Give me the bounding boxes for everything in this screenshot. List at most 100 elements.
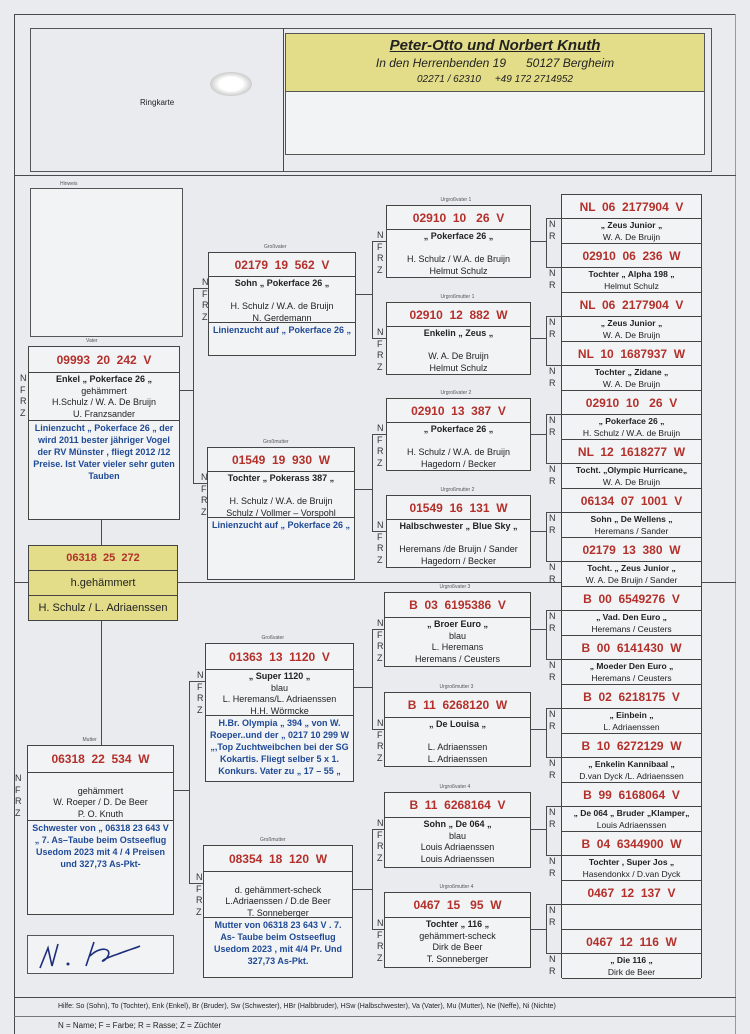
connector-line bbox=[546, 463, 561, 464]
hinweis-box[interactable] bbox=[30, 188, 183, 337]
field-letter-r: R bbox=[549, 427, 556, 437]
connector-line bbox=[189, 681, 190, 884]
field-letter-r: R bbox=[549, 329, 556, 339]
field-letter-n: N bbox=[201, 472, 208, 482]
field-letter-r: R bbox=[377, 446, 384, 456]
page-border-right bbox=[735, 14, 736, 1034]
connector-line bbox=[372, 929, 384, 930]
ugv1-details: „ Pokerface 26 „H. Schulz / W.A. de Brui… bbox=[387, 230, 530, 279]
gv1-color bbox=[209, 290, 355, 302]
field-letter-r: R bbox=[201, 495, 208, 505]
field-letter-r: R bbox=[377, 841, 384, 851]
ugm1-role-label: Urgroßmutter 1 bbox=[440, 294, 475, 300]
field-letter-r: R bbox=[549, 476, 556, 486]
gv2-ring-number: 01363 13 1120 V bbox=[206, 644, 353, 670]
field-letter-z: Z bbox=[377, 361, 383, 372]
ugm1-breeder: Helmut Schulz bbox=[429, 362, 488, 373]
connector-line bbox=[193, 288, 194, 484]
ugm3-color bbox=[385, 731, 530, 743]
mutter-breeder: P. O. Knuth bbox=[77, 808, 124, 819]
gg8-name: Tocht. „ Zeus Junior „ bbox=[587, 563, 676, 573]
mutter-name bbox=[28, 774, 173, 786]
gv1-breeder: N. Gerdemann bbox=[252, 312, 312, 323]
gv2-breed: L. Heremans/L. Adriaenssen bbox=[222, 694, 337, 704]
gg2-ring-number: 02910 06 236 W bbox=[562, 244, 701, 268]
vater-ring-number: 09993 20 242 V bbox=[29, 347, 179, 373]
gv2-color: blau bbox=[270, 682, 288, 693]
gg9-ring-number: B 00 6549276 V bbox=[562, 587, 701, 611]
ugm2-breed: Heremans /de Bruijn / Sander bbox=[399, 544, 518, 554]
field-letter-n: N bbox=[377, 327, 384, 337]
field-letter-n: N bbox=[549, 905, 556, 915]
gv1-details: Sohn „ Pokerface 26 „H. Schulz / W.A. de… bbox=[209, 277, 355, 323]
gm1-breed: H. Schulz / W.A. de Bruijn bbox=[229, 496, 333, 506]
ugv2-breed: H. Schulz / W.A. de Bruijn bbox=[406, 447, 511, 457]
connector-line bbox=[372, 629, 373, 730]
field-letter-r: R bbox=[549, 966, 556, 976]
field-letter-n: N bbox=[549, 611, 556, 621]
field-letter-n: N bbox=[377, 918, 384, 928]
connector-line bbox=[354, 687, 372, 688]
field-letter-r: R bbox=[549, 378, 556, 388]
mutter-role-label: Mutter bbox=[82, 737, 97, 743]
ugm1-ring-number: 02910 12 882 W bbox=[387, 303, 530, 327]
field-letter-n: N bbox=[549, 758, 556, 768]
field-letter-z: Z bbox=[377, 852, 383, 863]
gv2-role-label: Großvater bbox=[261, 635, 285, 641]
ugv3-ring-number: B 03 6195386 V bbox=[385, 593, 530, 618]
connector-line bbox=[546, 218, 561, 219]
field-letter-n: N bbox=[197, 670, 204, 680]
field-letter-n: N bbox=[549, 807, 556, 817]
connector-vater-subject bbox=[101, 520, 102, 545]
ugm3-pedigree-box: B 11 6268120 W„ De Louisa „L. Adriaensse… bbox=[384, 692, 531, 767]
footer-divider bbox=[14, 997, 736, 998]
gg13-name: „ De 064 „ Bruder „Klamper„ bbox=[573, 808, 690, 818]
field-letter-r: R bbox=[377, 941, 384, 951]
field-letter-z: Z bbox=[377, 554, 383, 565]
ugv4-name: Sohn „ De 064 „ bbox=[423, 819, 492, 829]
connector-line bbox=[531, 531, 546, 532]
field-letter-z: Z bbox=[377, 264, 383, 275]
ugm3-role-label: Urgroßmutter 3 bbox=[439, 684, 474, 690]
ugv4-breed: Louis Adriaenssen bbox=[420, 842, 495, 852]
ugv1-ring-number: 02910 10 26 V bbox=[387, 206, 530, 230]
field-letter-f: F bbox=[20, 384, 26, 395]
field-letter-n: N bbox=[549, 954, 556, 964]
field-letter-r: R bbox=[549, 231, 556, 241]
field-letter-r: R bbox=[20, 396, 27, 406]
gm1-ring-number: 01549 19 930 W bbox=[208, 448, 354, 472]
connector-line bbox=[372, 434, 373, 532]
connector-line bbox=[546, 414, 561, 415]
ugv4-color: blau bbox=[448, 830, 466, 841]
stain-mark bbox=[210, 72, 252, 96]
gg4-ring-number: NL 10 1687937 W bbox=[562, 342, 701, 366]
connector-line bbox=[372, 434, 386, 435]
ugv4-role-label: Urgroßvater 4 bbox=[439, 784, 471, 790]
field-letter-f: F bbox=[201, 483, 207, 494]
page-border-top bbox=[14, 14, 736, 15]
field-letter-r: R bbox=[202, 300, 209, 310]
field-letter-n: N bbox=[15, 773, 22, 783]
field-letter-z: Z bbox=[202, 311, 208, 322]
field-letter-n: N bbox=[549, 268, 556, 278]
ugm1-name: Enkelin „ Zeus „ bbox=[423, 328, 494, 338]
subject-color: h.gehämmert bbox=[29, 571, 177, 596]
ugv1-breed: H. Schulz / W.A. de Bruijn bbox=[406, 254, 511, 264]
gv1-role-label: Großvater bbox=[264, 244, 287, 250]
gg5-name: „ Pokerface 26 „ bbox=[598, 416, 665, 426]
gg16-ring-number: 0467 12 116 W bbox=[562, 930, 701, 954]
ugm4-ring-number: 0467 15 95 W bbox=[385, 893, 530, 918]
mutter-ring-number: 06318 22 534 W bbox=[28, 746, 173, 773]
owner-name: Peter-Otto und Norbert Knuth bbox=[389, 37, 601, 54]
ugv2-role-label: Urgroßvater 2 bbox=[440, 390, 472, 396]
gg3-name: „ Zeus Junior „ bbox=[600, 318, 663, 328]
field-letter-r: R bbox=[377, 641, 384, 651]
ugm2-breeder: Hagedorn / Becker bbox=[420, 555, 497, 566]
